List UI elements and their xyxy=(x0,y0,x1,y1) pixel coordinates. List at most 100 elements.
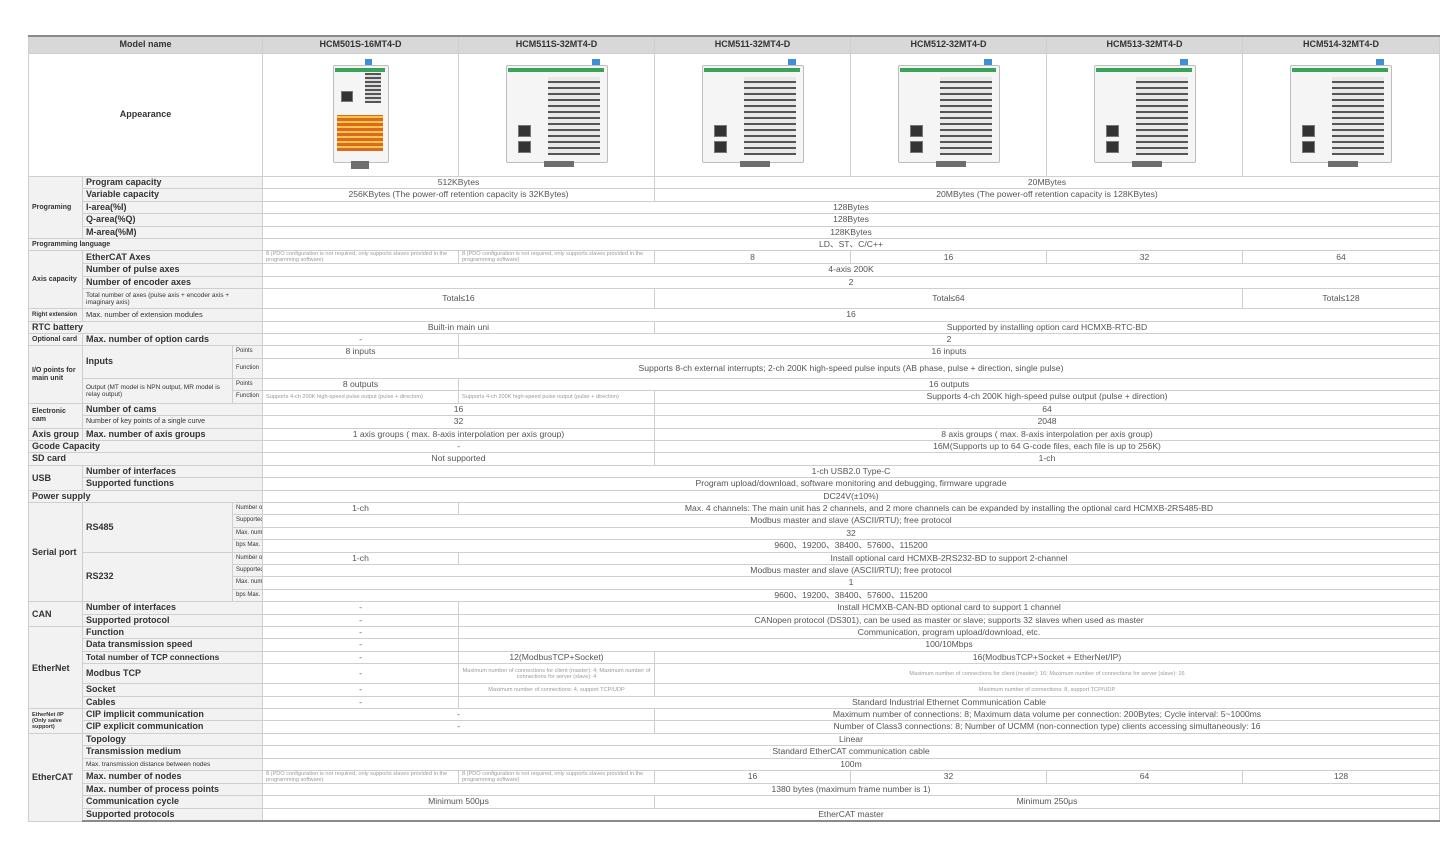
cell-value: 32 xyxy=(262,526,1440,541)
cell-value: 8 axis groups ( max. 8-axis interpolatio… xyxy=(654,427,1440,441)
cell-value: 8 inputs xyxy=(262,345,459,359)
cell-note: Maximum number of connections: 4, suppor… xyxy=(458,683,655,697)
table-row: Output (MT model is NPN output, MR model… xyxy=(29,377,1440,404)
cell-value: 1-ch USB2.0 Type-C xyxy=(262,464,1440,479)
cell-note: Maximum number of connections for client… xyxy=(654,663,1440,685)
cell-value: 1 xyxy=(262,576,1440,590)
sub-label: bps Max. number of slaves xyxy=(232,588,263,603)
row-label: Max. transmission distance between nodes xyxy=(82,757,263,772)
table-row: bps Max. number of slaves 9600、19200、384… xyxy=(29,539,1440,553)
table-row: Number of pulse axes 4-axis 200K xyxy=(29,263,1440,277)
cell-value: - xyxy=(262,650,459,665)
model-header: HCM513-32MT4-D xyxy=(1046,35,1243,54)
cell-value: 9600、19200、38400、57600、115200 xyxy=(262,539,1440,553)
row-label: CIP explicit communication xyxy=(82,720,263,734)
cell-value: Minimum 250μs xyxy=(654,795,1440,809)
group-label: RTC battery xyxy=(28,320,263,335)
table-row: CAN Number of interfaces - Install HCMXB… xyxy=(28,601,1440,627)
row-label: Number of pulse axes xyxy=(82,263,263,277)
row-label: RS485 xyxy=(82,501,233,553)
cell-value: Install optional card HCMXB-2RS232-BD to… xyxy=(458,551,1440,565)
cell-value: - xyxy=(262,720,655,734)
cell-value: - xyxy=(262,625,459,640)
sub-label: Supported protocol xyxy=(232,514,263,528)
cell-value: Modbus master and slave (ASCII/RTU); fre… xyxy=(262,563,1440,578)
row-label: Variable capacity xyxy=(82,188,263,202)
sub-label: Supported protocol xyxy=(232,563,263,578)
table-row: Power supply DC24V(±10%) xyxy=(28,489,1440,503)
cell-value: 16 inputs xyxy=(458,345,1440,359)
cell-value: - xyxy=(262,613,459,628)
cell-value: LD、ST、C/C++ xyxy=(262,238,1440,252)
appearance-row: Appearance xyxy=(28,53,1440,177)
cell-note: 8 (PDO configuration is not required, on… xyxy=(262,250,459,265)
table-row: Axis capacity EtherCAT Axes 8 (PDO confi… xyxy=(28,250,1440,310)
row-label: Number of key points of a single curve xyxy=(82,415,263,429)
row-label: Supported functions xyxy=(82,477,263,491)
model-header: HCM514-32MT4-D xyxy=(1242,35,1440,54)
table-row: Total number of axes (pulse axis + encod… xyxy=(29,288,1440,310)
group-label: Programing xyxy=(28,175,83,240)
cell-value: 16 xyxy=(850,250,1047,265)
group-label: Serial port xyxy=(28,501,83,603)
table-row: Gcode Capacity - 16M(Supports up to 64 G… xyxy=(28,439,1440,454)
table-row: RTC battery Built-in main uni Supported … xyxy=(28,320,1440,335)
table-row: Data transmission speed - 100/10Mbps xyxy=(29,638,1440,652)
header-row: Model name HCM501S-16MT4-D HCM511S-32MT4… xyxy=(28,35,1440,54)
cell-value: Supports 8-ch external interrupts; 2-ch … xyxy=(262,357,1440,379)
cell-value: Number of Class3 connections: 8; Number … xyxy=(654,720,1440,734)
row-label: Number of encoder axes xyxy=(82,275,263,290)
table-row: Supported functions Program upload/downl… xyxy=(29,477,1440,491)
table-row: Number of encoder axes 2 xyxy=(29,275,1440,290)
cell-value: 32 xyxy=(262,415,655,429)
table-row: Electronic cam Number of cams 16 64 xyxy=(28,402,1440,429)
sub-label: Points xyxy=(232,377,263,392)
cell-value: Supported by installing option card HCMX… xyxy=(654,320,1440,335)
table-row: Transmission medium Standard EtherCAT co… xyxy=(29,745,1440,759)
table-row: CIP explicit communication - Number of C… xyxy=(29,720,1440,734)
row-label: Max. number of axis groups xyxy=(82,427,263,441)
sub-label: bps Max. number of slaves xyxy=(232,539,263,553)
cell-value: 1-ch xyxy=(262,501,459,516)
table-row: RS232 Number of interfaces 1-ch Install … xyxy=(29,551,1440,603)
group-label: Gcode Capacity xyxy=(28,439,263,454)
row-label: Supported protocol xyxy=(82,613,263,628)
cell-value: - xyxy=(262,695,459,710)
model-header: HCM501S-16MT4-D xyxy=(262,35,459,54)
table-row: Supported protocol Modbus master and sla… xyxy=(29,563,1440,578)
cell-note: Maximum number of connections for client… xyxy=(458,663,655,685)
cell-value: 100/10Mbps xyxy=(458,638,1440,652)
row-label: M-area(%M) xyxy=(82,225,263,240)
table-row: Function Supports 8-ch external interrup… xyxy=(29,357,1440,379)
table-row: EtherNet /IP (Only salve support) CIP im… xyxy=(28,708,1440,734)
cell-value: - xyxy=(262,333,459,347)
row-label: CIP implicit communication xyxy=(82,708,263,722)
group-label: Optional card xyxy=(28,333,83,347)
table-row: Right extension Max. number of extension… xyxy=(28,308,1440,322)
cell-value: EtherCAT master xyxy=(262,807,1440,823)
row-label: Cables xyxy=(82,695,263,710)
cell-value: - xyxy=(262,638,459,652)
cell-value: 20MBytes (The power-off retention capaci… xyxy=(654,188,1440,202)
table-row: Total number of TCP connections - 12(Mod… xyxy=(29,650,1440,665)
plc-large-image xyxy=(700,59,806,171)
row-label: Socket xyxy=(82,683,263,697)
plc-large-image xyxy=(504,59,610,171)
cell-value: Total≤16 xyxy=(262,288,655,310)
cell-value: 9600、19200、38400、57600、115200 xyxy=(262,588,1440,603)
cell-value: - xyxy=(262,439,655,454)
row-label: Transmission medium xyxy=(82,745,263,759)
row-label: Total number of TCP connections xyxy=(82,650,263,665)
cell-value: Minimum 500μs xyxy=(262,795,655,809)
sub-label: Number of interfaces xyxy=(232,501,263,516)
group-label: Axis group xyxy=(28,427,83,441)
table-row: bps Max. number of slaves 9600、19200、384… xyxy=(29,588,1440,603)
table-row: Programing Program capacity 512KBytes 20… xyxy=(28,175,1440,240)
cell-value: Total≤64 xyxy=(654,288,1243,310)
cell-value: 100m xyxy=(262,757,1440,772)
cell-value: 2 xyxy=(458,333,1440,347)
table-row: Serial port RS485 Number of interfaces 1… xyxy=(28,501,1440,603)
sub-label: Number of interfaces xyxy=(232,551,263,565)
table-row: Supported protocol Modbus master and sla… xyxy=(29,514,1440,528)
row-label: Max. number of option cards xyxy=(82,333,263,347)
